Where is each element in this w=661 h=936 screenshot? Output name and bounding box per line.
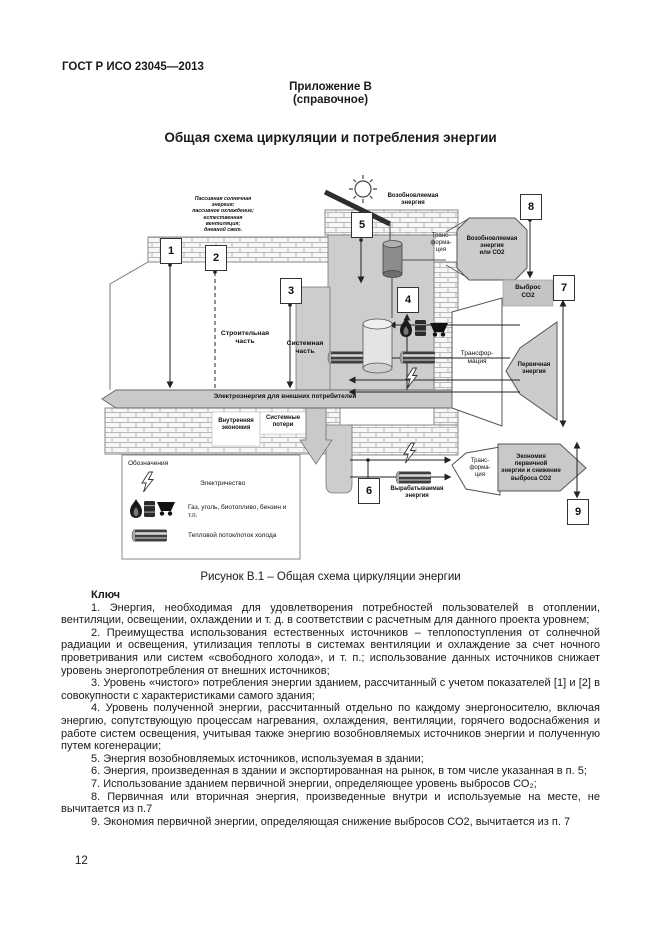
passive-note-label: Пассивная солнечная энергия; пассивное о… — [192, 196, 254, 234]
transformation-right-label: Трансфор- мация — [460, 350, 494, 365]
system-losses-arrow — [299, 407, 333, 465]
transformation-right-shape — [451, 297, 503, 427]
legend-title: Обозначения — [128, 460, 169, 467]
key-item-8: 8. Первичная или вторичная энергия, прои… — [61, 790, 600, 816]
marker-8: 8 — [520, 194, 542, 220]
key-heading: Ключ — [91, 589, 121, 601]
marker-7: 7 — [553, 275, 575, 301]
key-item-9: 9. Экономия первичной энергии, определяю… — [91, 815, 571, 828]
barrel-icon — [144, 501, 155, 517]
doc-number: ГОСТ Р ИСО 23045—2013 — [62, 61, 204, 73]
marker-3: 3 — [280, 278, 302, 304]
page-number: 12 — [75, 855, 88, 867]
pipe-icon — [395, 471, 432, 484]
electricity-external-label: Электроэнергия для внешних потребителей — [213, 393, 357, 400]
generated-energy-label: Вырабатываемая энергия — [390, 486, 444, 500]
boiler-tank — [362, 318, 393, 374]
renewable-energy-label: Возобновляемая энергия — [387, 193, 439, 207]
marker-9: 9 — [567, 499, 589, 525]
marker-1: 1 — [160, 238, 182, 264]
key-section: Ключ 1. Энергия, необходимая для удовлет… — [61, 589, 600, 828]
energy-diagram: Пассивная солнечная энергия; пассивное о… — [100, 172, 595, 567]
transformation-top-label: Транс- форма- ция — [430, 233, 452, 254]
primary-energy-label: Первичная энергия — [517, 362, 551, 376]
co2-emission-box — [502, 279, 554, 307]
key-item-7: 7. Использование зданием первичной энерг… — [91, 777, 537, 790]
key-item-6: 6. Энергия, произведенная в здании и экс… — [91, 765, 587, 778]
system-part-label: Системная часть — [286, 340, 324, 356]
legend-box — [121, 454, 301, 560]
key-item-1: 1. Энергия, необходимая для удовлетворен… — [61, 601, 600, 627]
figure-caption: Рисунок В.1 – Общая схема циркуляции эне… — [200, 571, 461, 583]
connector-lines — [166, 218, 581, 499]
marker-4: 4 — [397, 287, 419, 313]
electricity-banner — [101, 389, 453, 409]
legend-item-electricity: Электричество — [200, 480, 246, 487]
key-item-5: 5. Энергия возобновляемых источников, ис… — [91, 752, 424, 765]
wall-label-panels — [211, 407, 333, 465]
marker-6: 6 — [358, 478, 380, 504]
marker-2: 2 — [205, 245, 227, 271]
pipe-icon — [131, 529, 168, 542]
marker-5: 5 — [351, 212, 373, 238]
primary-savings-arrow — [497, 443, 587, 492]
sun-icon — [349, 175, 377, 203]
key-item-3: 3. Уровень «чистого» потребления энергии… — [61, 677, 600, 702]
building-part-label: Строительная часть — [220, 330, 270, 346]
renewable-or-co2-label: Возобновляемая энергия или СО2 — [466, 236, 518, 257]
primary-energy-arrow — [505, 321, 558, 421]
solar-panel — [323, 189, 392, 227]
internal-savings-label: Внутренняя экономия — [218, 418, 254, 432]
diagram-graphics — [101, 175, 587, 560]
legend-item-heat: Тепловой поток/поток холода — [188, 532, 277, 539]
legend-item-fuel: Газ, уголь, биотопливо, бензин и т.п. — [188, 504, 287, 519]
primary-savings-label: Экономия первичной энергии и снижение вы… — [501, 454, 561, 482]
flow-shapes — [445, 217, 587, 496]
pipe-icon — [399, 351, 436, 364]
appendix-title: Приложение В — [289, 81, 372, 93]
key-item-2: 2. Преимущества использования естественн… — [61, 626, 600, 677]
key-item-4: 4. Уровень полученной энергии, рассчитан… — [61, 702, 600, 753]
storage-tank — [382, 240, 403, 278]
barrel-icon — [415, 320, 426, 336]
system-losses-label: Системные потери — [265, 415, 301, 429]
transformation-bottom-label: Транс- форма- ция — [469, 458, 491, 479]
appendix-subtitle: (справочное) — [292, 94, 369, 106]
page-title: Общая схема циркуляции и потребления эне… — [164, 130, 497, 145]
co2-emission-label: Выброс СО2 — [515, 284, 541, 299]
